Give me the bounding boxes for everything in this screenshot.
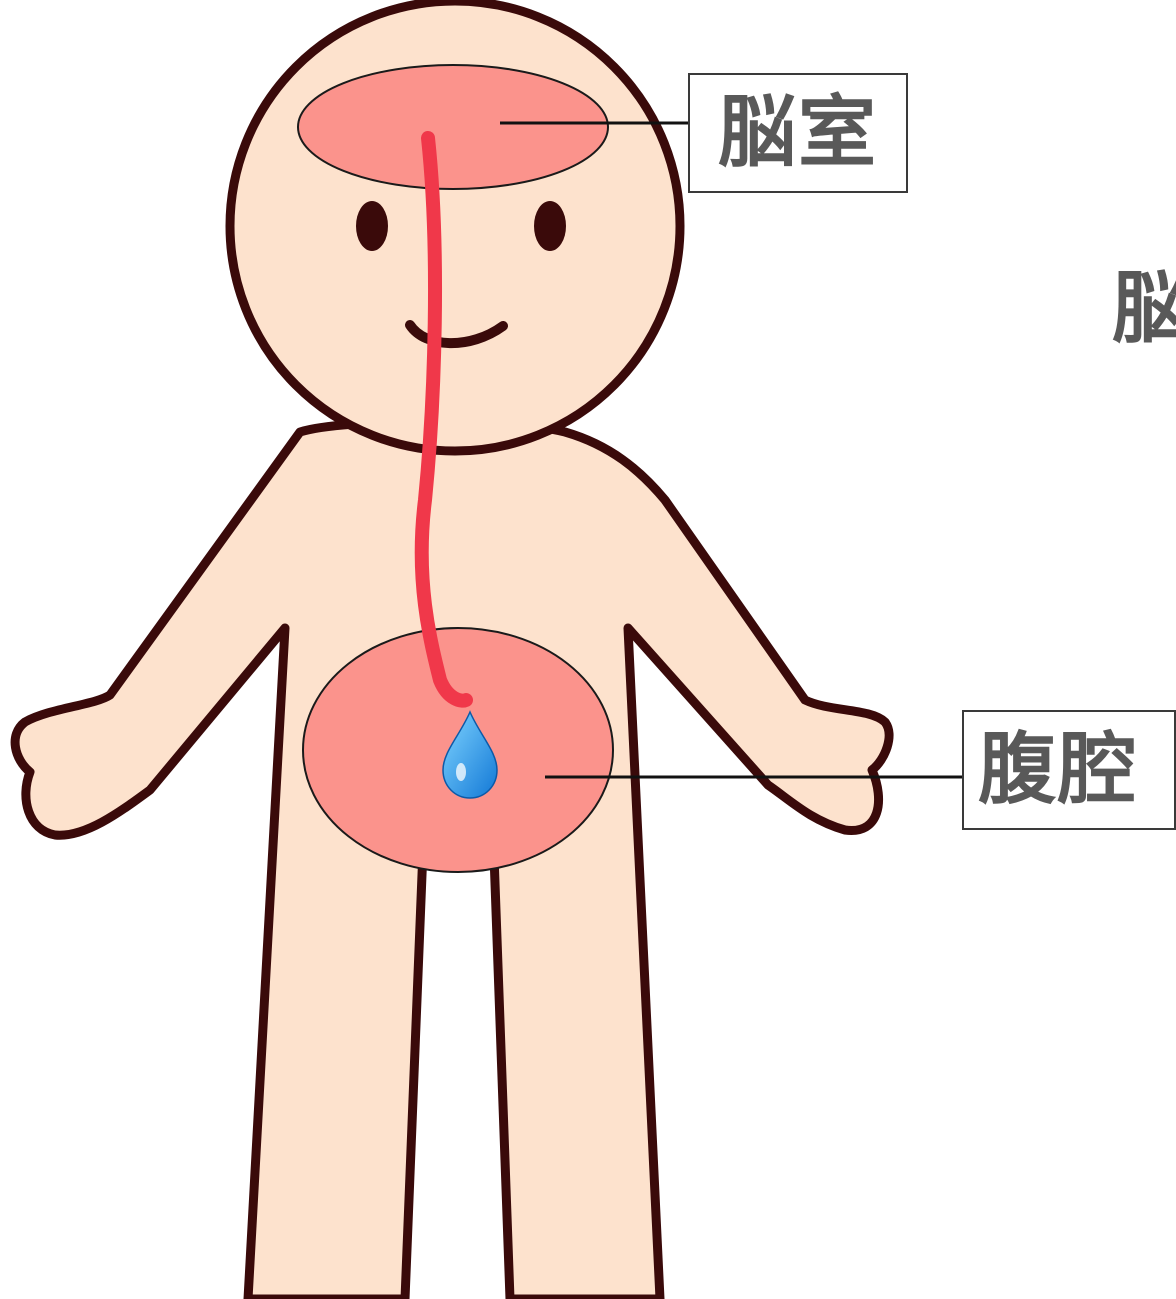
partial-side-text: 脳 [1112,270,1176,348]
ventricle-label: 脳室 [688,73,908,193]
right-eye [534,201,566,251]
ventricle-area [298,65,608,189]
abdomen-label: 腹腔 [962,710,1176,830]
left-eye [356,201,388,251]
